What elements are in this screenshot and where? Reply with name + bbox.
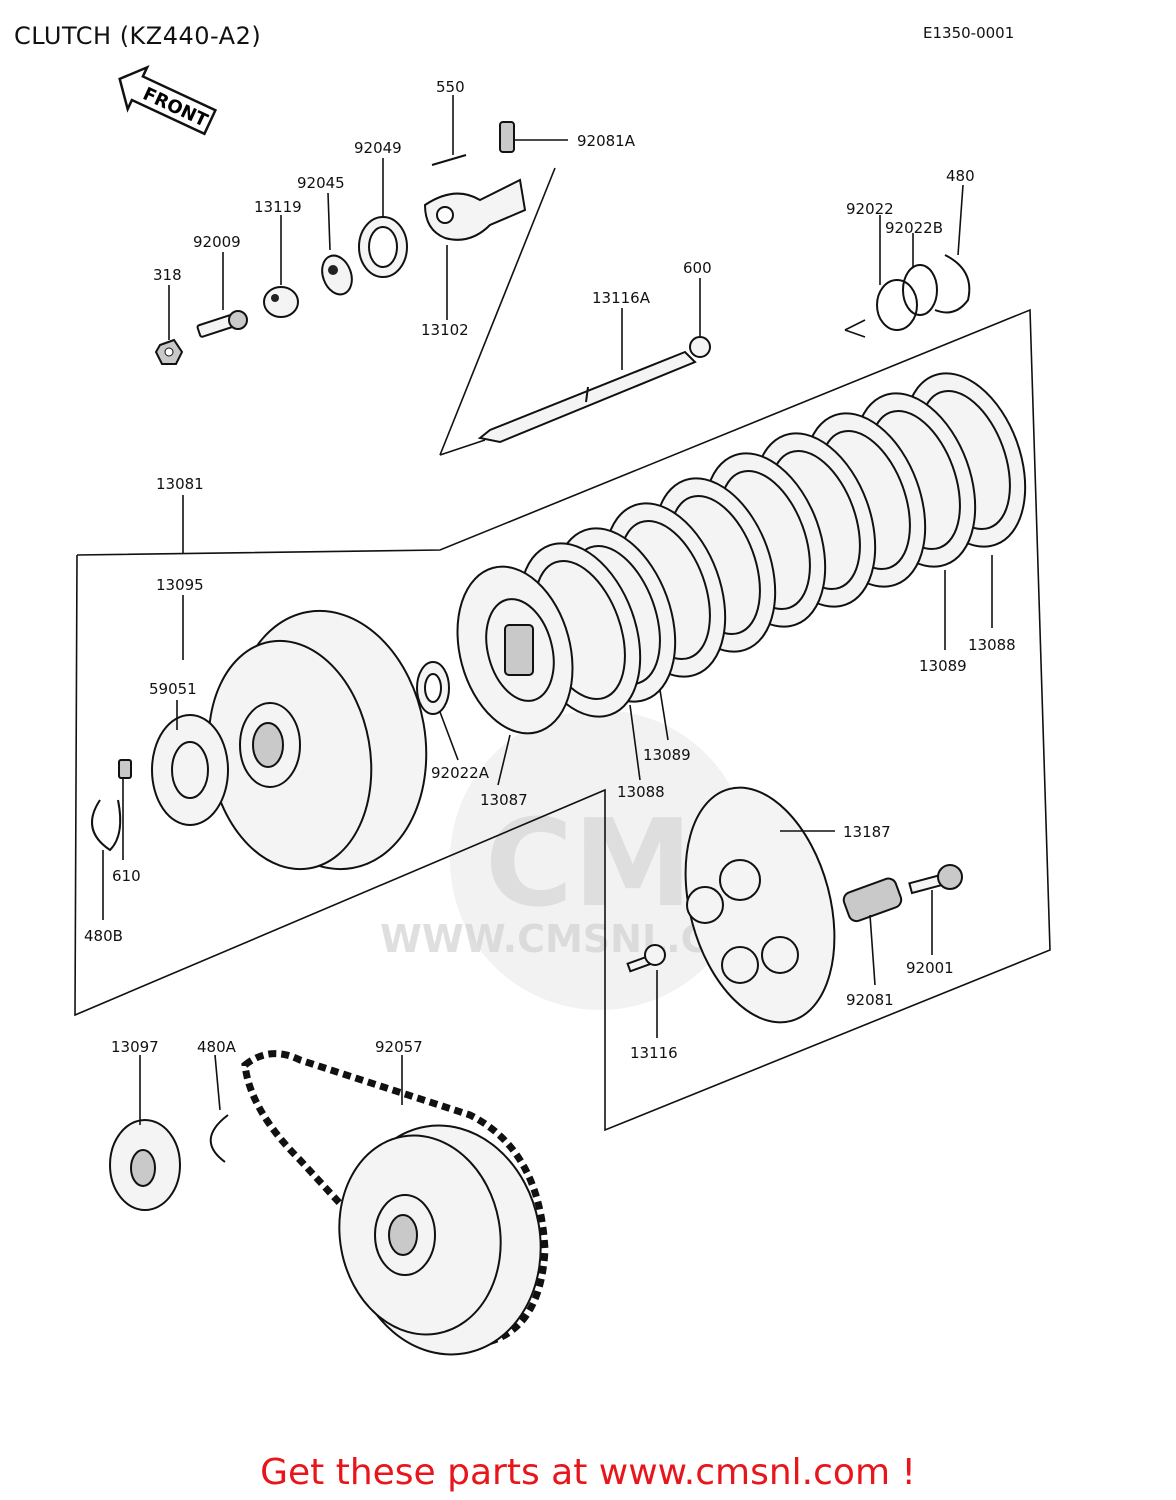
seal-92049 xyxy=(358,216,408,278)
circlip-480 xyxy=(934,254,971,314)
label-610: 610 xyxy=(112,867,141,885)
nut-318 xyxy=(154,338,184,365)
label-13087: 13087 xyxy=(480,791,528,809)
label-13187: 13187 xyxy=(843,823,891,841)
pusher-13116 xyxy=(626,944,666,973)
label-550: 550 xyxy=(436,78,465,96)
label-480: 480 xyxy=(946,167,975,185)
label-13095: 13095 xyxy=(156,576,204,594)
assembly-outlines xyxy=(74,167,1051,1132)
label-13116: 13116 xyxy=(630,1044,678,1062)
part-labels: 550 92081A 92049 92045 13119 92009 318 1… xyxy=(84,78,1016,1062)
label-318: 318 xyxy=(153,266,182,284)
label-92081: 92081 xyxy=(846,991,894,1009)
sprocket-13097 xyxy=(109,1119,181,1211)
label-59051: 59051 xyxy=(149,680,197,698)
label-13119: 13119 xyxy=(254,198,302,216)
label-13116a: 13116A xyxy=(592,289,651,307)
bolt-92001 xyxy=(908,864,963,895)
hub-13087 xyxy=(456,565,574,735)
label-13089-upper: 13089 xyxy=(919,657,967,675)
spring-92081A xyxy=(499,121,515,153)
label-92001: 92001 xyxy=(906,959,954,977)
label-92022b: 92022B xyxy=(885,219,943,237)
leader-lines xyxy=(102,95,993,1125)
driven-gear xyxy=(338,1124,542,1356)
label-92045: 92045 xyxy=(297,174,345,192)
plate-92045 xyxy=(321,254,353,296)
washer-92022A xyxy=(416,661,450,715)
ball-600 xyxy=(689,336,711,358)
circlip-480A xyxy=(209,1114,229,1163)
label-13088-lower: 13088 xyxy=(617,783,665,801)
plate-13119 xyxy=(263,286,299,318)
label-600: 600 xyxy=(683,259,712,277)
plate-stack xyxy=(518,372,1027,718)
label-92057: 92057 xyxy=(375,1038,423,1056)
ring-92022B xyxy=(902,264,938,316)
release-parts xyxy=(154,121,971,444)
label-92081a: 92081A xyxy=(577,132,636,150)
label-13081: 13081 xyxy=(156,475,204,493)
pin-550 xyxy=(431,154,467,166)
label-13097: 13097 xyxy=(111,1038,159,1056)
page-title: CLUTCH (KZ440-A2) xyxy=(14,22,262,50)
label-13088-upper: 13088 xyxy=(968,636,1016,654)
label-92022: 92022 xyxy=(846,200,894,218)
label-92049: 92049 xyxy=(354,139,402,157)
housing-13095 xyxy=(207,609,428,871)
rod-13116A xyxy=(477,350,697,444)
pressure-plate-13187 xyxy=(684,786,836,1024)
label-92022a: 92022A xyxy=(431,764,490,782)
circlip-480B xyxy=(91,799,122,852)
gear-59051 xyxy=(151,714,229,826)
screw-92009 xyxy=(196,310,248,338)
label-480b: 480B xyxy=(84,927,123,945)
ring-92022 xyxy=(876,279,918,331)
label-13089-lower: 13089 xyxy=(643,746,691,764)
cta-link[interactable]: Get these parts at www.cmsnl.com ! xyxy=(260,1452,916,1493)
front-arrow: FRONT xyxy=(118,64,218,136)
label-480a: 480A xyxy=(197,1038,237,1056)
lever-13102 xyxy=(423,178,527,241)
spring-92081 xyxy=(842,877,903,923)
pin-610 xyxy=(118,759,132,779)
label-13102: 13102 xyxy=(421,321,469,339)
label-92009: 92009 xyxy=(193,233,241,251)
chain-92057 xyxy=(241,1050,549,1349)
diagram-code: E1350-0001 xyxy=(923,24,1015,42)
exploded-parts-diagram: CMS WWW.CMSNL.COM FRONT xyxy=(74,64,1051,1356)
